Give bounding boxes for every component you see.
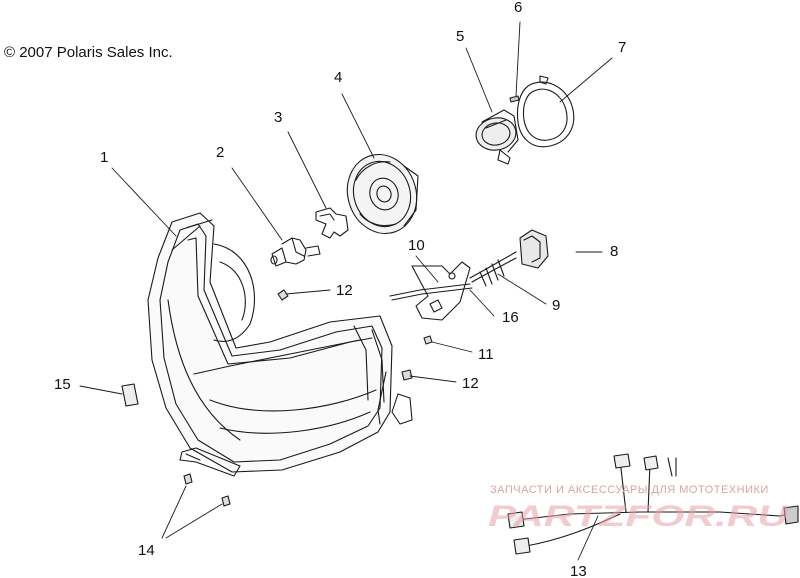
wire-harness: [507, 453, 799, 555]
headlight-housing: [147, 212, 413, 477]
watermark-caption: ЗАПЧАСТИ И АКСЕССУАРЫ ДЛЯ МОТОТЕХНИКИ: [490, 484, 769, 496]
screw-12b: [401, 369, 413, 381]
leader-lines: [79, 21, 613, 561]
watermark-logo-text: PARTZFOR.RU: [488, 500, 790, 533]
light-unit: [475, 109, 519, 165]
copyright-notice: © 2007 Polaris Sales Inc.: [4, 44, 173, 61]
screw-14b: [221, 495, 231, 507]
callout-12-upper: 12: [336, 282, 353, 299]
callout-15: 15: [54, 376, 71, 393]
callout-10: 10: [408, 237, 425, 254]
bulb: [270, 237, 321, 267]
callout-11: 11: [478, 346, 494, 363]
callout-13: 13: [570, 563, 587, 578]
reflector-boot: [346, 153, 419, 235]
callout-12-lower: 12: [462, 375, 479, 392]
gasket: [516, 75, 575, 148]
callout-1: 1: [100, 149, 109, 166]
callout-9: 9: [552, 297, 561, 314]
callout-4: 4: [334, 69, 343, 86]
callout-16: 16: [502, 309, 519, 326]
callout-6: 6: [514, 0, 523, 16]
adjuster-assembly: [389, 229, 549, 321]
callout-7: 7: [618, 39, 627, 56]
callout-5: 5: [456, 28, 465, 45]
callout-3: 3: [274, 109, 283, 126]
callout-8: 8: [610, 243, 619, 260]
retaining-clip: [315, 207, 349, 239]
clip-15: [121, 383, 139, 407]
callout-2: 2: [216, 144, 225, 161]
callout-14: 14: [138, 542, 155, 559]
screw-12a: [277, 289, 289, 301]
screw-14a: [183, 473, 193, 485]
